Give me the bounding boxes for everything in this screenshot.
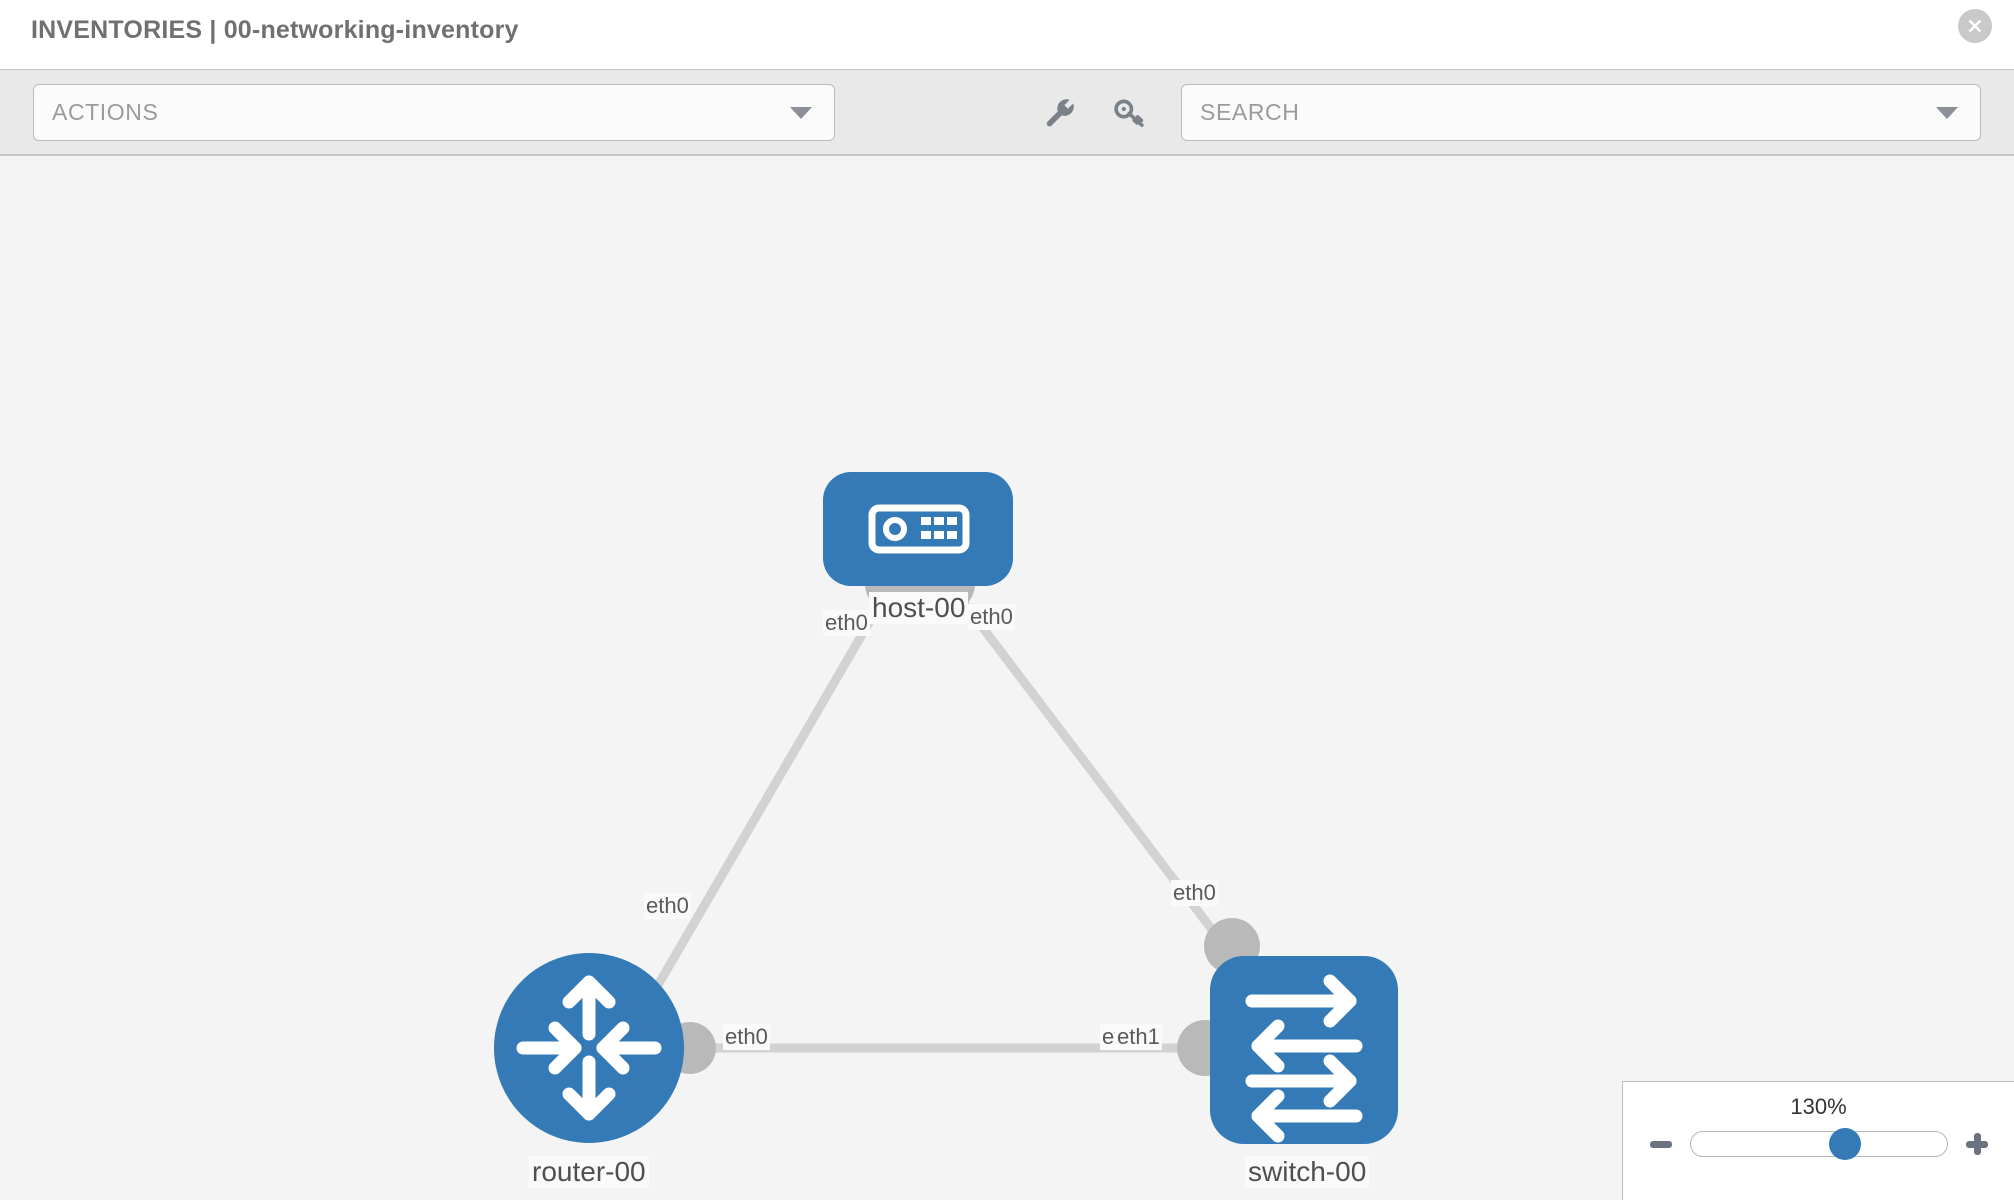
key-button[interactable] — [1110, 93, 1150, 133]
wrench-button[interactable] — [1040, 93, 1080, 133]
toolbar-icon-group — [1040, 84, 1150, 141]
chevron-down-icon — [790, 106, 812, 119]
toolbar: ACTIONS SEARCH — [0, 69, 2014, 156]
topology-canvas[interactable]: eth0 eth0 eth0 eth0 eth0 eth0 eth1 host-… — [0, 156, 2014, 1200]
zoom-panel: 130% — [1622, 1081, 2014, 1200]
zoom-level-value: 130% — [1790, 1094, 1847, 1119]
zoom-slider-thumb[interactable] — [1828, 1128, 1861, 1160]
chevron-down-icon — [1936, 106, 1958, 119]
edge-host-switch[interactable] — [941, 575, 1236, 959]
close-icon — [1968, 19, 1982, 33]
close-button[interactable] — [1958, 9, 1992, 43]
actions-dropdown[interactable]: ACTIONS — [33, 84, 835, 141]
page-title: INVENTORIES | 00-networking-inventory — [31, 16, 519, 44]
topology-graph — [494, 472, 1398, 1144]
zoom-in-button[interactable] — [1966, 1133, 1988, 1155]
page-header: INVENTORIES | 00-networking-inventory — [0, 0, 2014, 69]
key-icon — [1114, 99, 1144, 127]
node-switch-00[interactable] — [1210, 956, 1398, 1144]
wrench-icon — [1046, 98, 1074, 126]
node-host-00[interactable] — [823, 472, 1013, 586]
node-router-00[interactable] — [494, 953, 684, 1143]
zoom-controls — [1623, 1128, 2014, 1160]
search-input[interactable]: SEARCH — [1181, 84, 1981, 141]
actions-dropdown-label: ACTIONS — [52, 99, 159, 125]
edge-host-router[interactable] — [636, 575, 899, 1019]
search-placeholder: SEARCH — [1200, 99, 1300, 125]
zoom-out-button[interactable] — [1650, 1140, 1672, 1148]
zoom-slider[interactable] — [1690, 1128, 1948, 1160]
